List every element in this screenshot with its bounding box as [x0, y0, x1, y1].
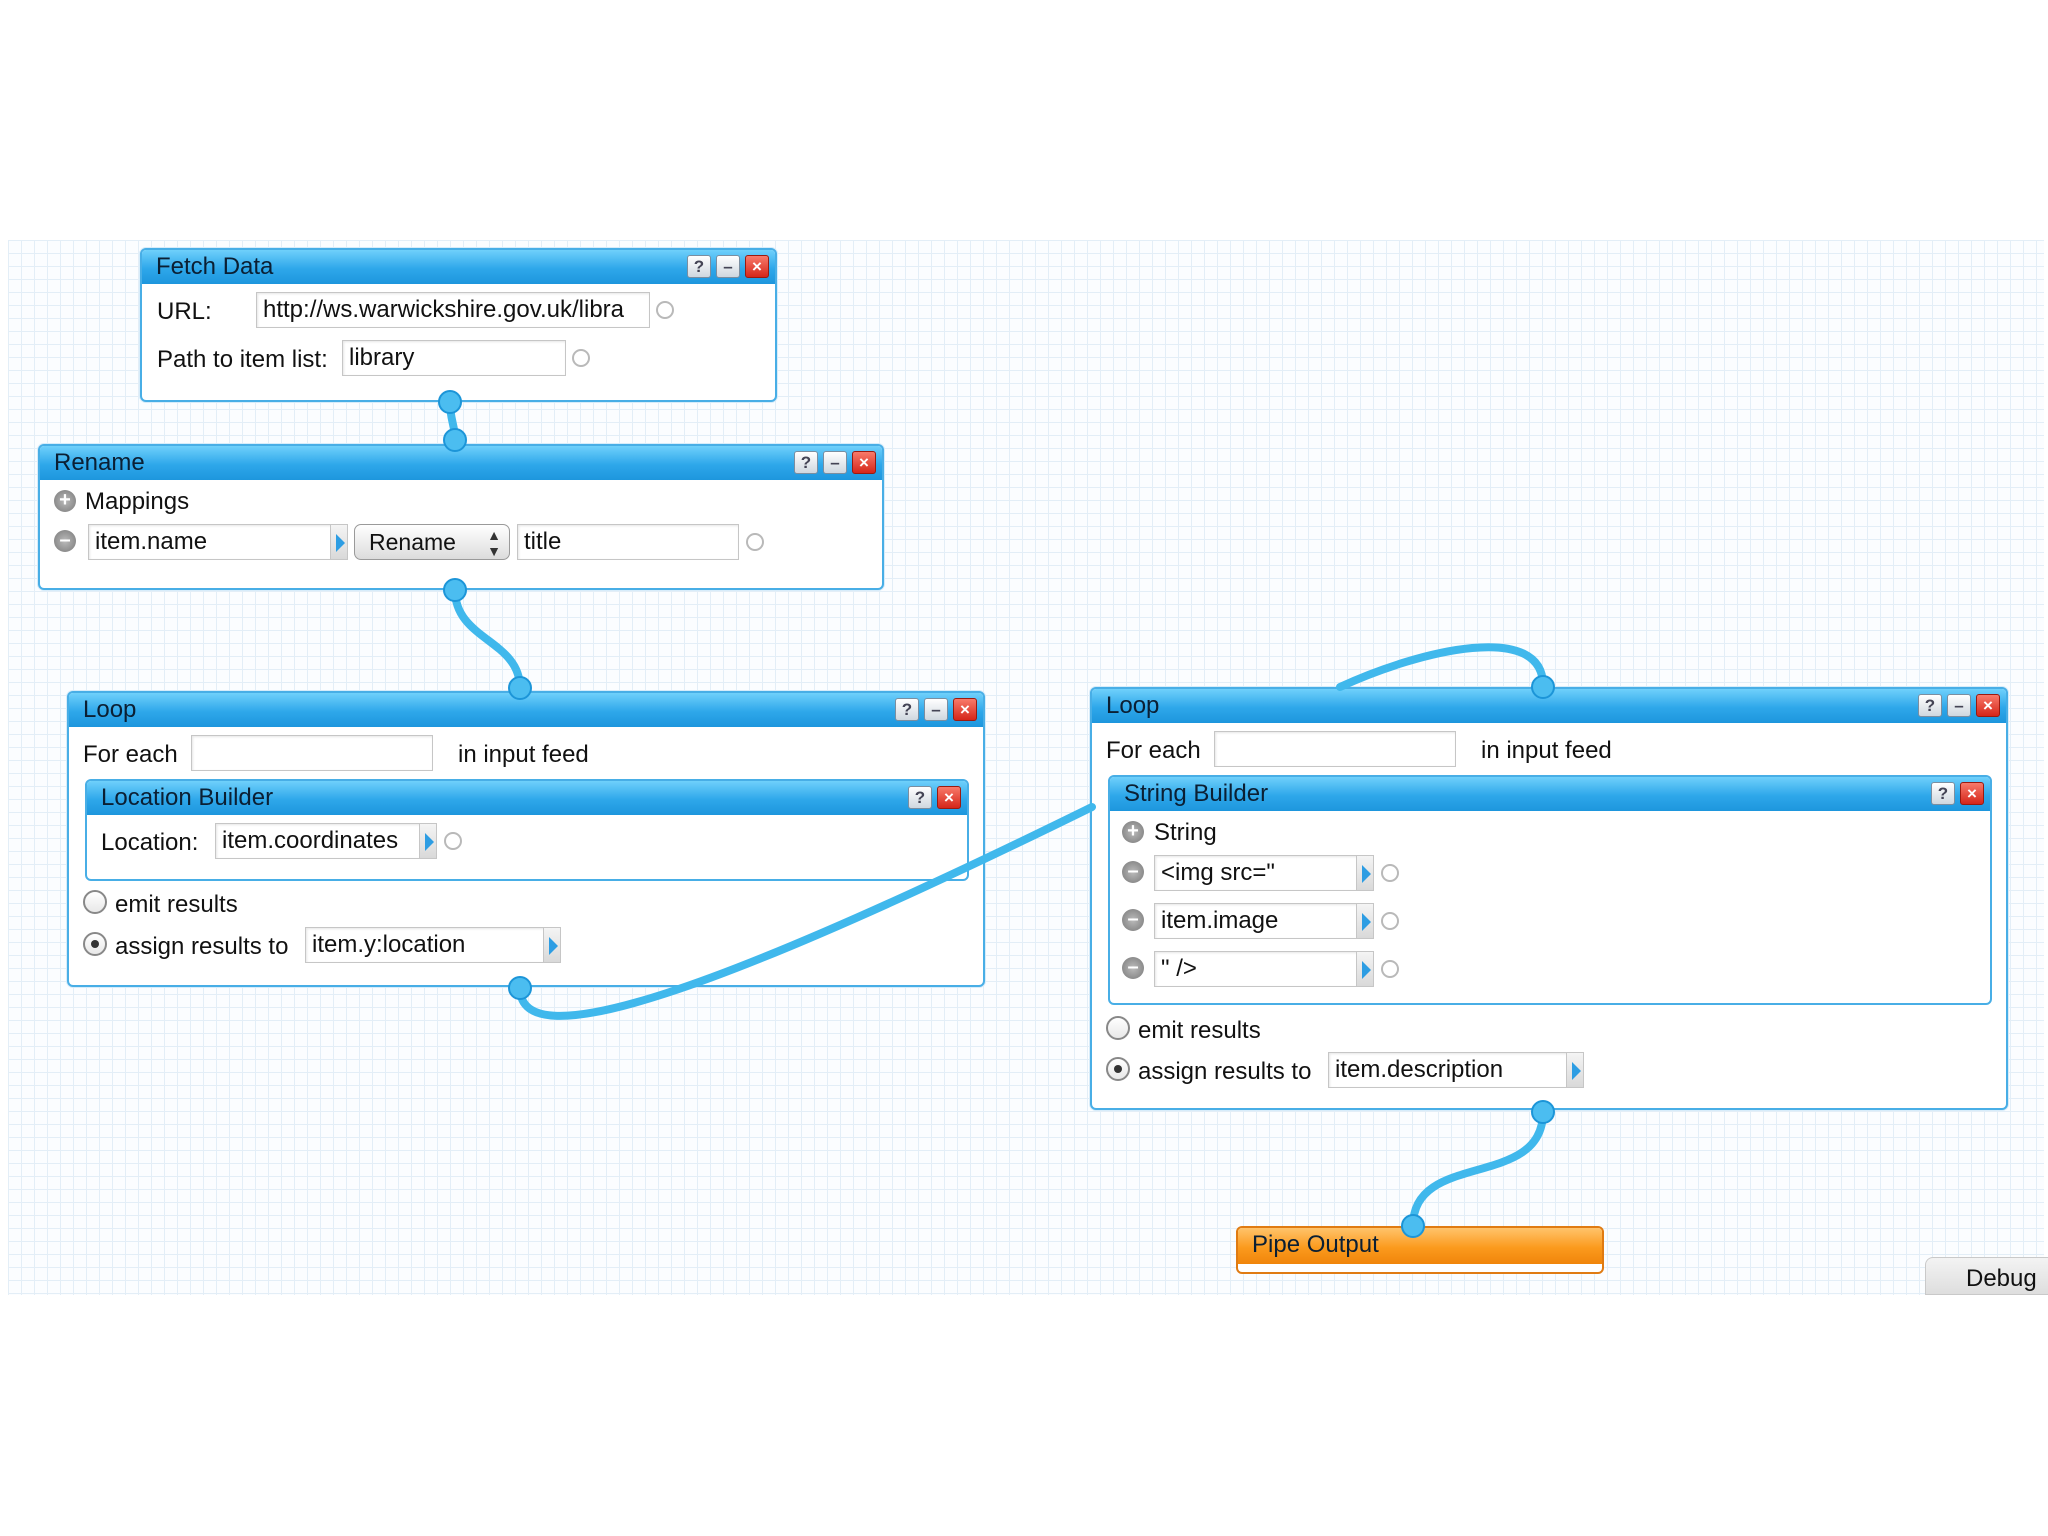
emit-results-radio[interactable] [1106, 1016, 1130, 1040]
string-part-terminal-icon[interactable] [1381, 960, 1399, 978]
loop-string-titlebar[interactable]: Loop ? – × [1092, 689, 2006, 723]
pipe-output-titlebar[interactable]: Pipe Output [1238, 1228, 1602, 1264]
assign-results-arrow-icon[interactable] [1566, 1052, 1584, 1088]
location-builder-title: Location Builder [101, 784, 274, 811]
string-part-arrow-icon[interactable] [1356, 951, 1374, 987]
minimize-button[interactable]: – [823, 451, 847, 474]
updown-icon: ▲▼ [487, 527, 501, 559]
location-label: Location: [101, 829, 199, 856]
string-part-input[interactable]: " /> [1154, 951, 1360, 987]
string-builder-submodule[interactable]: String Builder ? × + String – <img src="… [1108, 775, 1992, 1005]
fetch-data-titlebar[interactable]: Fetch Data ? – × [142, 250, 775, 284]
close-button[interactable]: × [1976, 694, 2000, 717]
url-label: URL: [157, 298, 212, 325]
minimize-button[interactable]: – [716, 255, 740, 278]
close-button[interactable]: × [1960, 782, 1984, 805]
remove-string-icon[interactable]: – [1122, 909, 1144, 931]
for-each-input[interactable] [191, 735, 433, 771]
url-terminal-icon[interactable] [656, 301, 674, 319]
emit-results-label: emit results [1138, 1017, 1261, 1044]
help-button[interactable]: ? [895, 698, 919, 721]
pipe-output-title: Pipe Output [1252, 1231, 1379, 1258]
string-part-arrow-icon[interactable] [1356, 903, 1374, 939]
mapping-from-input[interactable]: item.name [88, 524, 334, 560]
location-builder-submodule[interactable]: Location Builder ? × Location: item.coor… [85, 779, 969, 881]
assign-results-label: assign results to [1138, 1058, 1312, 1085]
minimize-button[interactable]: – [924, 698, 948, 721]
location-input[interactable]: item.coordinates [215, 823, 423, 859]
mapping-op-select[interactable]: Rename ▲▼ [354, 524, 510, 560]
location-arrow-icon[interactable] [419, 823, 437, 859]
help-button[interactable]: ? [1931, 782, 1955, 805]
string-part-terminal-icon[interactable] [1381, 912, 1399, 930]
debugger-tab-label: Debug [1966, 1265, 2037, 1292]
string-part-input[interactable]: <img src=" [1154, 855, 1360, 891]
assign-results-arrow-icon[interactable] [543, 927, 561, 963]
rename-titlebar[interactable]: Rename ? – × [40, 446, 882, 480]
remove-string-icon[interactable]: – [1122, 957, 1144, 979]
for-each-label: For each [83, 741, 178, 768]
close-button[interactable]: × [953, 698, 977, 721]
assign-results-input[interactable]: item.y:location [305, 927, 547, 963]
assign-results-label: assign results to [115, 933, 289, 960]
close-button[interactable]: × [852, 451, 876, 474]
emit-results-radio[interactable] [83, 890, 107, 914]
fetch-data-title: Fetch Data [156, 253, 274, 280]
assign-results-radio[interactable] [1106, 1057, 1130, 1081]
minimize-button[interactable]: – [1947, 694, 1971, 717]
loop-string-title: Loop [1106, 692, 1160, 719]
assign-results-radio[interactable] [83, 932, 107, 956]
for-each-input[interactable] [1214, 731, 1456, 767]
mapping-to-terminal-icon[interactable] [746, 533, 764, 551]
debugger-tab[interactable]: Debug [1925, 1257, 2048, 1295]
rename-module[interactable]: Rename ? – × + Mappings – item.name Rena… [38, 444, 884, 590]
loop-string-module[interactable]: Loop ? – × For each in input feed String… [1090, 687, 2008, 1110]
string-part-input[interactable]: item.image [1154, 903, 1360, 939]
string-builder-title: String Builder [1124, 780, 1269, 807]
loop-location-title: Loop [83, 696, 137, 723]
add-string-icon[interactable]: + [1122, 821, 1144, 843]
path-input[interactable]: library [342, 340, 566, 376]
path-label: Path to item list: [157, 346, 328, 373]
remove-string-icon[interactable]: – [1122, 861, 1144, 883]
string-part-arrow-icon[interactable] [1356, 855, 1374, 891]
assign-results-input[interactable]: item.description [1328, 1052, 1570, 1088]
mapping-to-input[interactable]: title [517, 524, 739, 560]
mapping-op-value: Rename [369, 529, 456, 555]
string-part-terminal-icon[interactable] [1381, 864, 1399, 882]
close-button[interactable]: × [937, 786, 961, 809]
pipe-output-module[interactable]: Pipe Output [1236, 1226, 1604, 1274]
add-mapping-icon[interactable]: + [54, 490, 76, 512]
help-button[interactable]: ? [687, 255, 711, 278]
url-input[interactable]: http://ws.warwickshire.gov.uk/libra [256, 292, 650, 328]
string-label: String [1154, 819, 1217, 846]
in-input-feed-label: in input feed [458, 741, 589, 768]
emit-results-label: emit results [115, 891, 238, 918]
help-button[interactable]: ? [1918, 694, 1942, 717]
loop-location-titlebar[interactable]: Loop ? – × [69, 693, 983, 727]
mappings-label: Mappings [85, 488, 190, 515]
in-input-feed-label: in input feed [1481, 737, 1612, 764]
location-terminal-icon[interactable] [444, 832, 462, 850]
path-terminal-icon[interactable] [572, 349, 590, 367]
remove-mapping-icon[interactable]: – [54, 530, 76, 552]
string-builder-titlebar[interactable]: String Builder ? × [1110, 777, 1990, 811]
help-button[interactable]: ? [908, 786, 932, 809]
location-builder-titlebar[interactable]: Location Builder ? × [87, 781, 967, 815]
fetch-data-module[interactable]: Fetch Data ? – × URL: http://ws.warwicks… [140, 248, 777, 402]
mapping-from-arrow-icon[interactable] [330, 524, 348, 560]
close-button[interactable]: × [745, 255, 769, 278]
help-button[interactable]: ? [794, 451, 818, 474]
loop-location-module[interactable]: Loop ? – × For each in input feed Locati… [67, 691, 985, 987]
rename-title: Rename [54, 449, 145, 476]
for-each-label: For each [1106, 737, 1201, 764]
